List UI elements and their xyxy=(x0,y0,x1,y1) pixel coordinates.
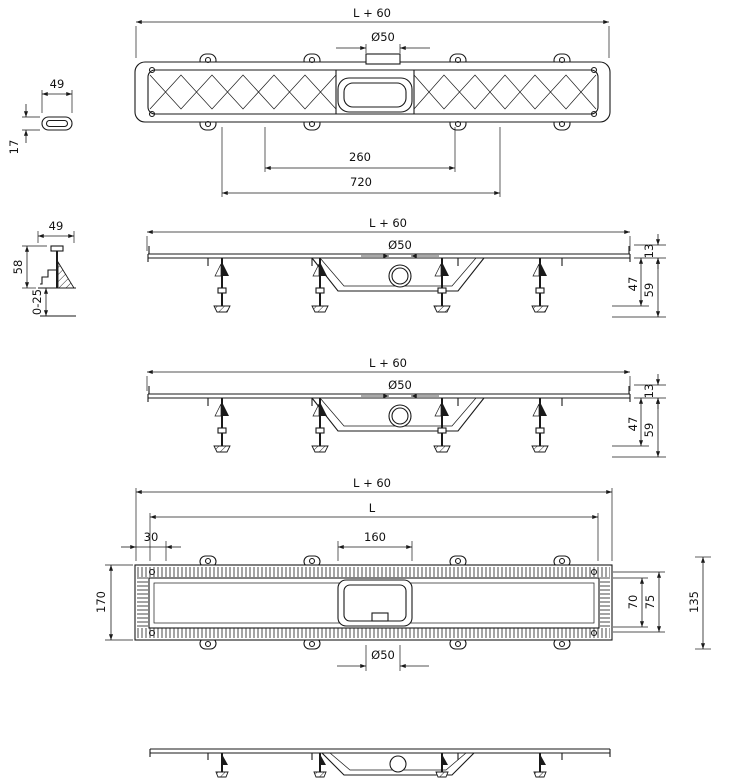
dim-label-foot-width: 49 xyxy=(49,219,64,233)
drain-body-plan xyxy=(134,555,613,650)
support-foot xyxy=(213,258,231,313)
dim-label-channel-width: 70 xyxy=(626,595,640,610)
dim-top-outlet: Ø50 xyxy=(336,30,430,53)
dim-plan-body-length: 160 xyxy=(337,530,413,561)
dim-secA-length: L + 60 xyxy=(146,216,631,251)
dim-label-tab-span: 135 xyxy=(687,591,701,613)
drain-body-top xyxy=(134,53,611,131)
dim-label-depth: 47 xyxy=(626,417,640,432)
dim-label-slot-height: 17 xyxy=(7,140,21,155)
dim-plan-length: L xyxy=(149,501,599,561)
support-foot xyxy=(435,753,449,778)
dim-label-length: L xyxy=(369,501,376,515)
support-foot xyxy=(311,398,329,453)
dim-secB-outlet: Ø50 xyxy=(361,378,439,399)
dim-plan-flange-width: 75 xyxy=(613,571,665,633)
dim-plan-overall-width: 170 xyxy=(94,564,133,641)
support-foot xyxy=(531,398,549,453)
dim-plan-channel-width: 70 xyxy=(613,577,648,628)
dim-plan-edge-offset: 30 xyxy=(121,530,181,561)
support-foot xyxy=(311,258,329,313)
dim-top-inner-span: 260 xyxy=(264,127,456,172)
dim-label-inner-span: 260 xyxy=(349,150,371,164)
dim-secA-heights: 47 13 59 xyxy=(612,234,666,318)
detail-foot: 49 58 0-25 xyxy=(11,219,76,317)
view-plan-flange: L + 60 L 30 160 xyxy=(94,476,711,671)
dim-label-length: L + 60 xyxy=(369,216,407,230)
channel-section-b xyxy=(147,386,631,432)
drain-box xyxy=(337,77,413,113)
dim-plan-outlet: Ø50 xyxy=(337,645,429,671)
support-foot xyxy=(533,753,547,778)
channel-section-a xyxy=(147,246,631,292)
grate-lattice xyxy=(149,70,597,114)
dim-plan-length-total: L + 60 xyxy=(135,476,613,561)
dim-label-body-length: 160 xyxy=(364,530,386,544)
dim-label-foot-height: 58 xyxy=(11,260,25,275)
support-foot xyxy=(213,398,231,453)
outlet-pipe-section xyxy=(389,755,407,773)
dim-label-grate-height: 13 xyxy=(642,384,656,399)
dim-label-total-span: 720 xyxy=(350,175,372,189)
dim-secA-outlet: Ø50 xyxy=(361,238,439,259)
outlet-stub xyxy=(365,53,401,65)
detail-slot: 49 17 xyxy=(7,77,73,155)
dim-label-foot-adjust: 0-25 xyxy=(30,289,44,315)
view-top-plan: L + 60 Ø50 xyxy=(7,6,611,197)
dim-label-outlet: Ø50 xyxy=(388,238,412,252)
view-section-b: L + 60 Ø50 xyxy=(146,356,666,458)
dim-plan-tab-span: 135 xyxy=(687,556,711,650)
dim-top-total-span: 720 xyxy=(221,127,501,197)
dim-label-total-height: 59 xyxy=(642,423,656,438)
dim-label-length: L + 60 xyxy=(369,356,407,370)
dim-secB-length: L + 60 xyxy=(146,356,631,391)
drain-box xyxy=(337,579,413,627)
dim-label-grate-height: 13 xyxy=(642,244,656,259)
dim-label-length: L + 60 xyxy=(353,6,391,20)
dim-label-slot-width: 49 xyxy=(50,77,65,91)
dim-label-outlet: Ø50 xyxy=(388,378,412,392)
dim-label-outlet: Ø50 xyxy=(371,30,395,44)
dim-label-length-total: L + 60 xyxy=(353,476,391,490)
view-section-small xyxy=(149,748,611,778)
support-foot xyxy=(531,258,549,313)
dim-label-edge-offset: 30 xyxy=(144,530,159,544)
support-foot xyxy=(215,753,229,778)
dim-label-outlet: Ø50 xyxy=(371,648,395,662)
dim-label-overall-width: 170 xyxy=(94,591,108,613)
support-foot xyxy=(313,753,327,778)
dim-label-total-height: 59 xyxy=(642,283,656,298)
dim-top-length: L + 60 xyxy=(135,6,610,58)
dim-label-flange-width: 75 xyxy=(643,595,657,610)
view-section-a: L + 60 Ø50 xyxy=(11,216,666,318)
support-foot xyxy=(433,258,451,313)
support-foot xyxy=(433,398,451,453)
dim-secB-heights: 47 13 59 xyxy=(612,374,666,458)
dim-label-depth: 47 xyxy=(626,277,640,292)
